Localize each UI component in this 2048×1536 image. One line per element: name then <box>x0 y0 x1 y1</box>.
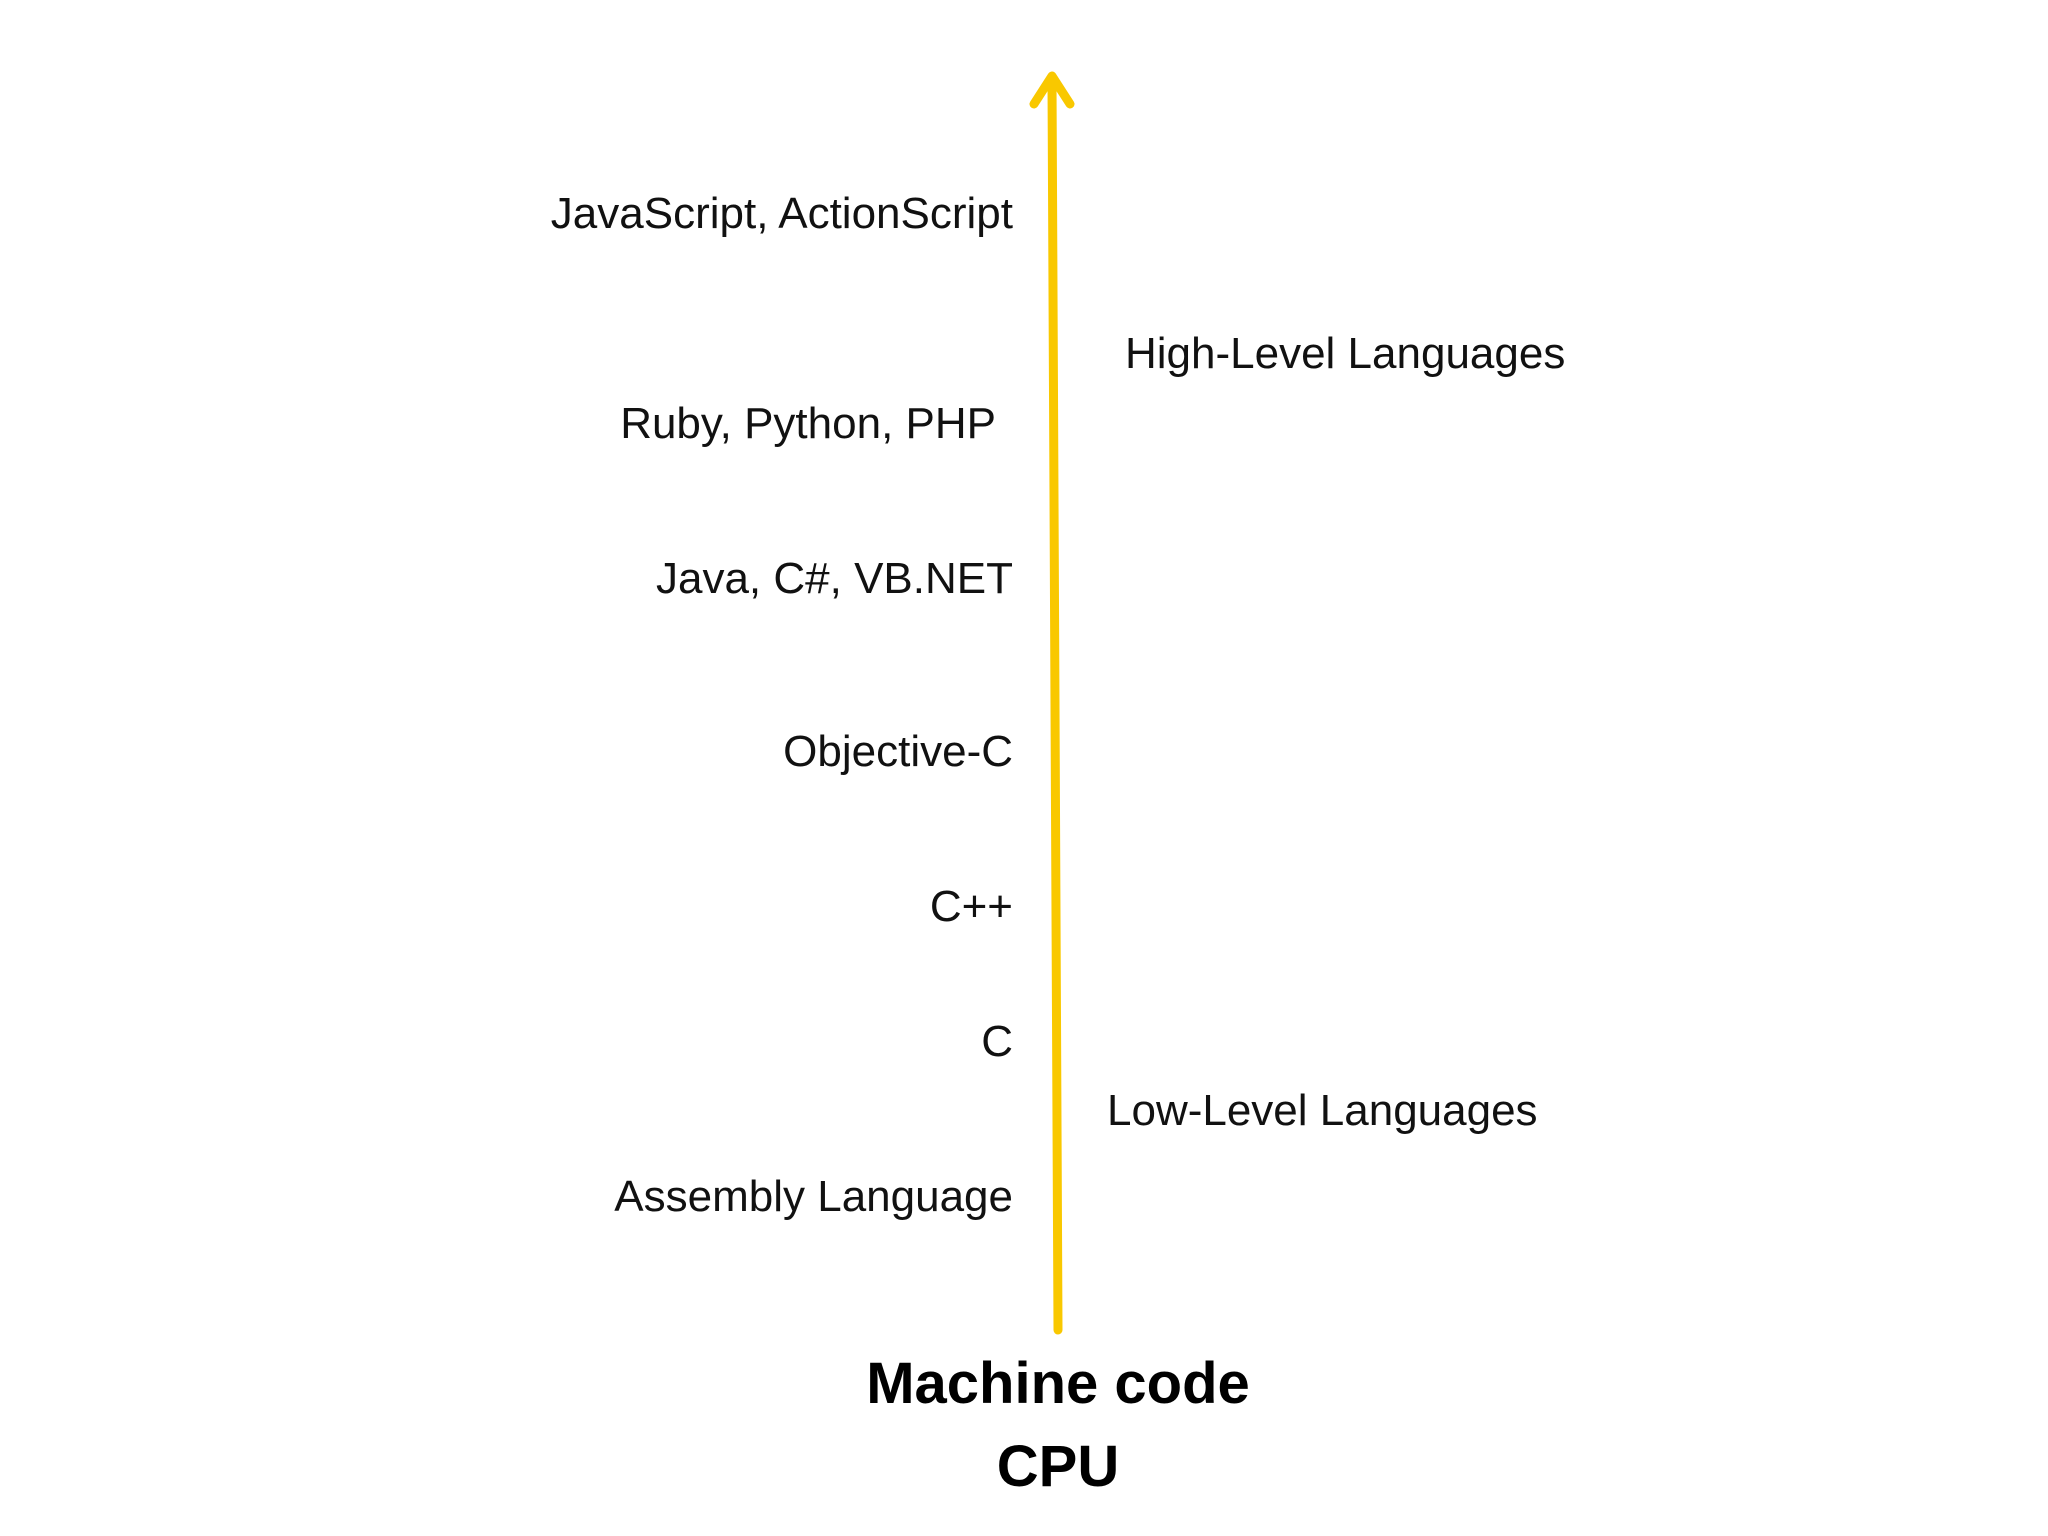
arrow-shaft <box>1047 77 1063 1335</box>
language-assembly: Assembly Language <box>614 1172 1013 1221</box>
machine-code-label: Machine code <box>866 1351 1250 1416</box>
language-cpp: C++ <box>929 882 1013 931</box>
arrow-head <box>1029 71 1075 109</box>
cpu-label: CPU <box>996 1434 1120 1499</box>
language-objective-c: Objective-C <box>783 727 1013 776</box>
language-c: C <box>981 1017 1013 1066</box>
language-javascript-actionscript: JavaScript, ActionScript <box>550 189 1013 238</box>
low-level-label: Low-Level Languages <box>1107 1086 1538 1135</box>
high-level-label: High-Level Languages <box>1125 329 1566 378</box>
language-java-csharp-vbnet: Java, C#, VB.NET <box>655 554 1013 603</box>
language-ruby-python-php: Ruby, Python, PHP <box>620 399 996 448</box>
